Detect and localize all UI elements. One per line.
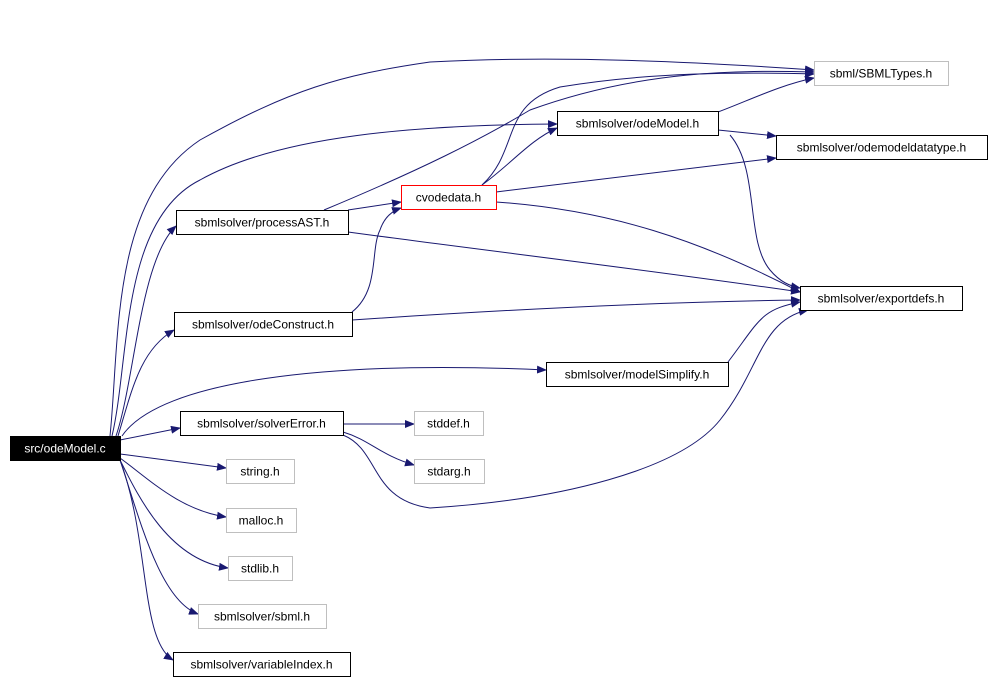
node-box — [173, 652, 351, 677]
node-box — [414, 459, 485, 484]
node-box — [226, 508, 297, 533]
node-label: stdlib.h — [241, 562, 279, 576]
node-stdarg_h[interactable]: stdarg.h — [414, 459, 485, 484]
edges-layer — [109, 58, 815, 661]
node-odeConstruct[interactable]: sbmlsolver/odeConstruct.h — [174, 312, 353, 337]
node-cvodedata[interactable]: cvodedata.h — [401, 185, 497, 210]
node-sbml_h[interactable]: sbmlsolver/sbml.h — [198, 604, 327, 629]
node-odeModel_h[interactable]: sbmlsolver/odeModel.h — [557, 111, 719, 136]
node-stdlib_h[interactable]: stdlib.h — [228, 556, 293, 581]
edge-src_odeModel_c-to-stdlib_h — [119, 459, 229, 571]
node-box — [226, 459, 295, 484]
edge-src_odeModel_c-to-solverError — [119, 425, 181, 441]
edge-solverError-to-exportdefs — [342, 307, 809, 509]
edge-cvodedata-to-exportdefs — [495, 201, 801, 293]
node-label: stddef.h — [427, 417, 470, 431]
node-box — [401, 185, 497, 210]
node-label: sbmlsolver/variableIndex.h — [190, 658, 332, 672]
edge-src_odeModel_c-to-variableIndex — [119, 459, 174, 661]
edge-odeModel_h-to-odemodeldatatype — [717, 129, 777, 140]
edge-cvodedata-to-odeModel_h — [481, 127, 558, 186]
node-processAST[interactable]: sbmlsolver/processAST.h — [176, 210, 349, 235]
node-label: stdarg.h — [427, 465, 470, 479]
node-SBMLTypes[interactable]: sbml/SBMLTypes.h — [814, 61, 949, 86]
node-box — [776, 135, 988, 160]
node-label: sbmlsolver/sbml.h — [214, 610, 310, 624]
edge-processAST-to-exportdefs — [347, 231, 801, 295]
node-string_h[interactable]: string.h — [226, 459, 295, 484]
node-box — [174, 312, 353, 337]
edge-odeConstruct-to-cvodedata — [351, 207, 402, 313]
edge-odeModel_h-to-exportdefs — [729, 134, 801, 291]
node-box — [814, 61, 949, 86]
edge-src_odeModel_c-to-SBMLTypes — [109, 58, 815, 437]
node-stddef_h[interactable]: stddef.h — [414, 411, 484, 436]
node-label: sbml/SBMLTypes.h — [830, 67, 932, 81]
node-box — [546, 362, 729, 387]
node-label: string.h — [240, 465, 279, 479]
edge-modelSimplify-to-exportdefs — [727, 299, 801, 363]
edge-src_odeModel_c-to-odeModel_h — [111, 120, 558, 437]
node-box — [228, 556, 293, 581]
edge-src_odeModel_c-to-modelSimplify — [121, 365, 547, 437]
nodes-layer: src/odeModel.c sbmlsolver/processAST.h sbm… — [10, 61, 988, 677]
edge-src_odeModel_c-to-processAST — [115, 225, 177, 437]
node-odemodeldatatype[interactable]: sbmlsolver/odemodeldatatype.h — [776, 135, 988, 160]
node-box — [10, 436, 121, 461]
edge-processAST-to-SBMLTypes — [323, 67, 815, 211]
node-label: sbmlsolver/odemodeldatatype.h — [797, 141, 966, 155]
node-box — [414, 411, 484, 436]
edge-cvodedata-to-SBMLTypes — [481, 69, 815, 186]
edge-odeConstruct-to-exportdefs — [351, 296, 801, 321]
node-box — [800, 286, 963, 311]
node-modelSimplify[interactable]: sbmlsolver/modelSimplify.h — [546, 362, 729, 387]
node-label: sbmlsolver/solverError.h — [197, 417, 326, 431]
edge-odeModel_h-to-SBMLTypes — [717, 75, 815, 113]
node-variableIndex[interactable]: sbmlsolver/variableIndex.h — [173, 652, 351, 677]
node-box — [176, 210, 349, 235]
edge-src_odeModel_c-to-string_h — [119, 453, 227, 471]
node-src_odeModel_c[interactable]: src/odeModel.c — [10, 436, 121, 461]
edge-src_odeModel_c-to-odeConstruct — [117, 329, 175, 437]
node-label: sbmlsolver/processAST.h — [195, 216, 330, 230]
node-label: sbmlsolver/odeConstruct.h — [192, 318, 334, 332]
node-box — [198, 604, 327, 629]
node-label: sbmlsolver/modelSimplify.h — [565, 368, 710, 382]
node-box — [180, 411, 344, 436]
node-label: malloc.h — [239, 514, 284, 528]
node-exportdefs[interactable]: sbmlsolver/exportdefs.h — [800, 286, 963, 311]
node-solverError[interactable]: sbmlsolver/solverError.h — [180, 411, 344, 436]
edge-cvodedata-to-odemodeldatatype — [495, 155, 777, 193]
node-label: src/odeModel.c — [24, 442, 105, 456]
node-label: sbmlsolver/odeModel.h — [576, 117, 699, 131]
edge-solverError-to-stdarg_h — [342, 431, 415, 467]
node-label: sbmlsolver/exportdefs.h — [818, 292, 945, 306]
edge-processAST-to-cvodedata — [347, 199, 402, 211]
edge-src_odeModel_c-to-malloc_h — [119, 457, 227, 520]
node-malloc_h[interactable]: malloc.h — [226, 508, 297, 533]
node-box — [557, 111, 719, 136]
node-label: cvodedata.h — [416, 191, 481, 205]
